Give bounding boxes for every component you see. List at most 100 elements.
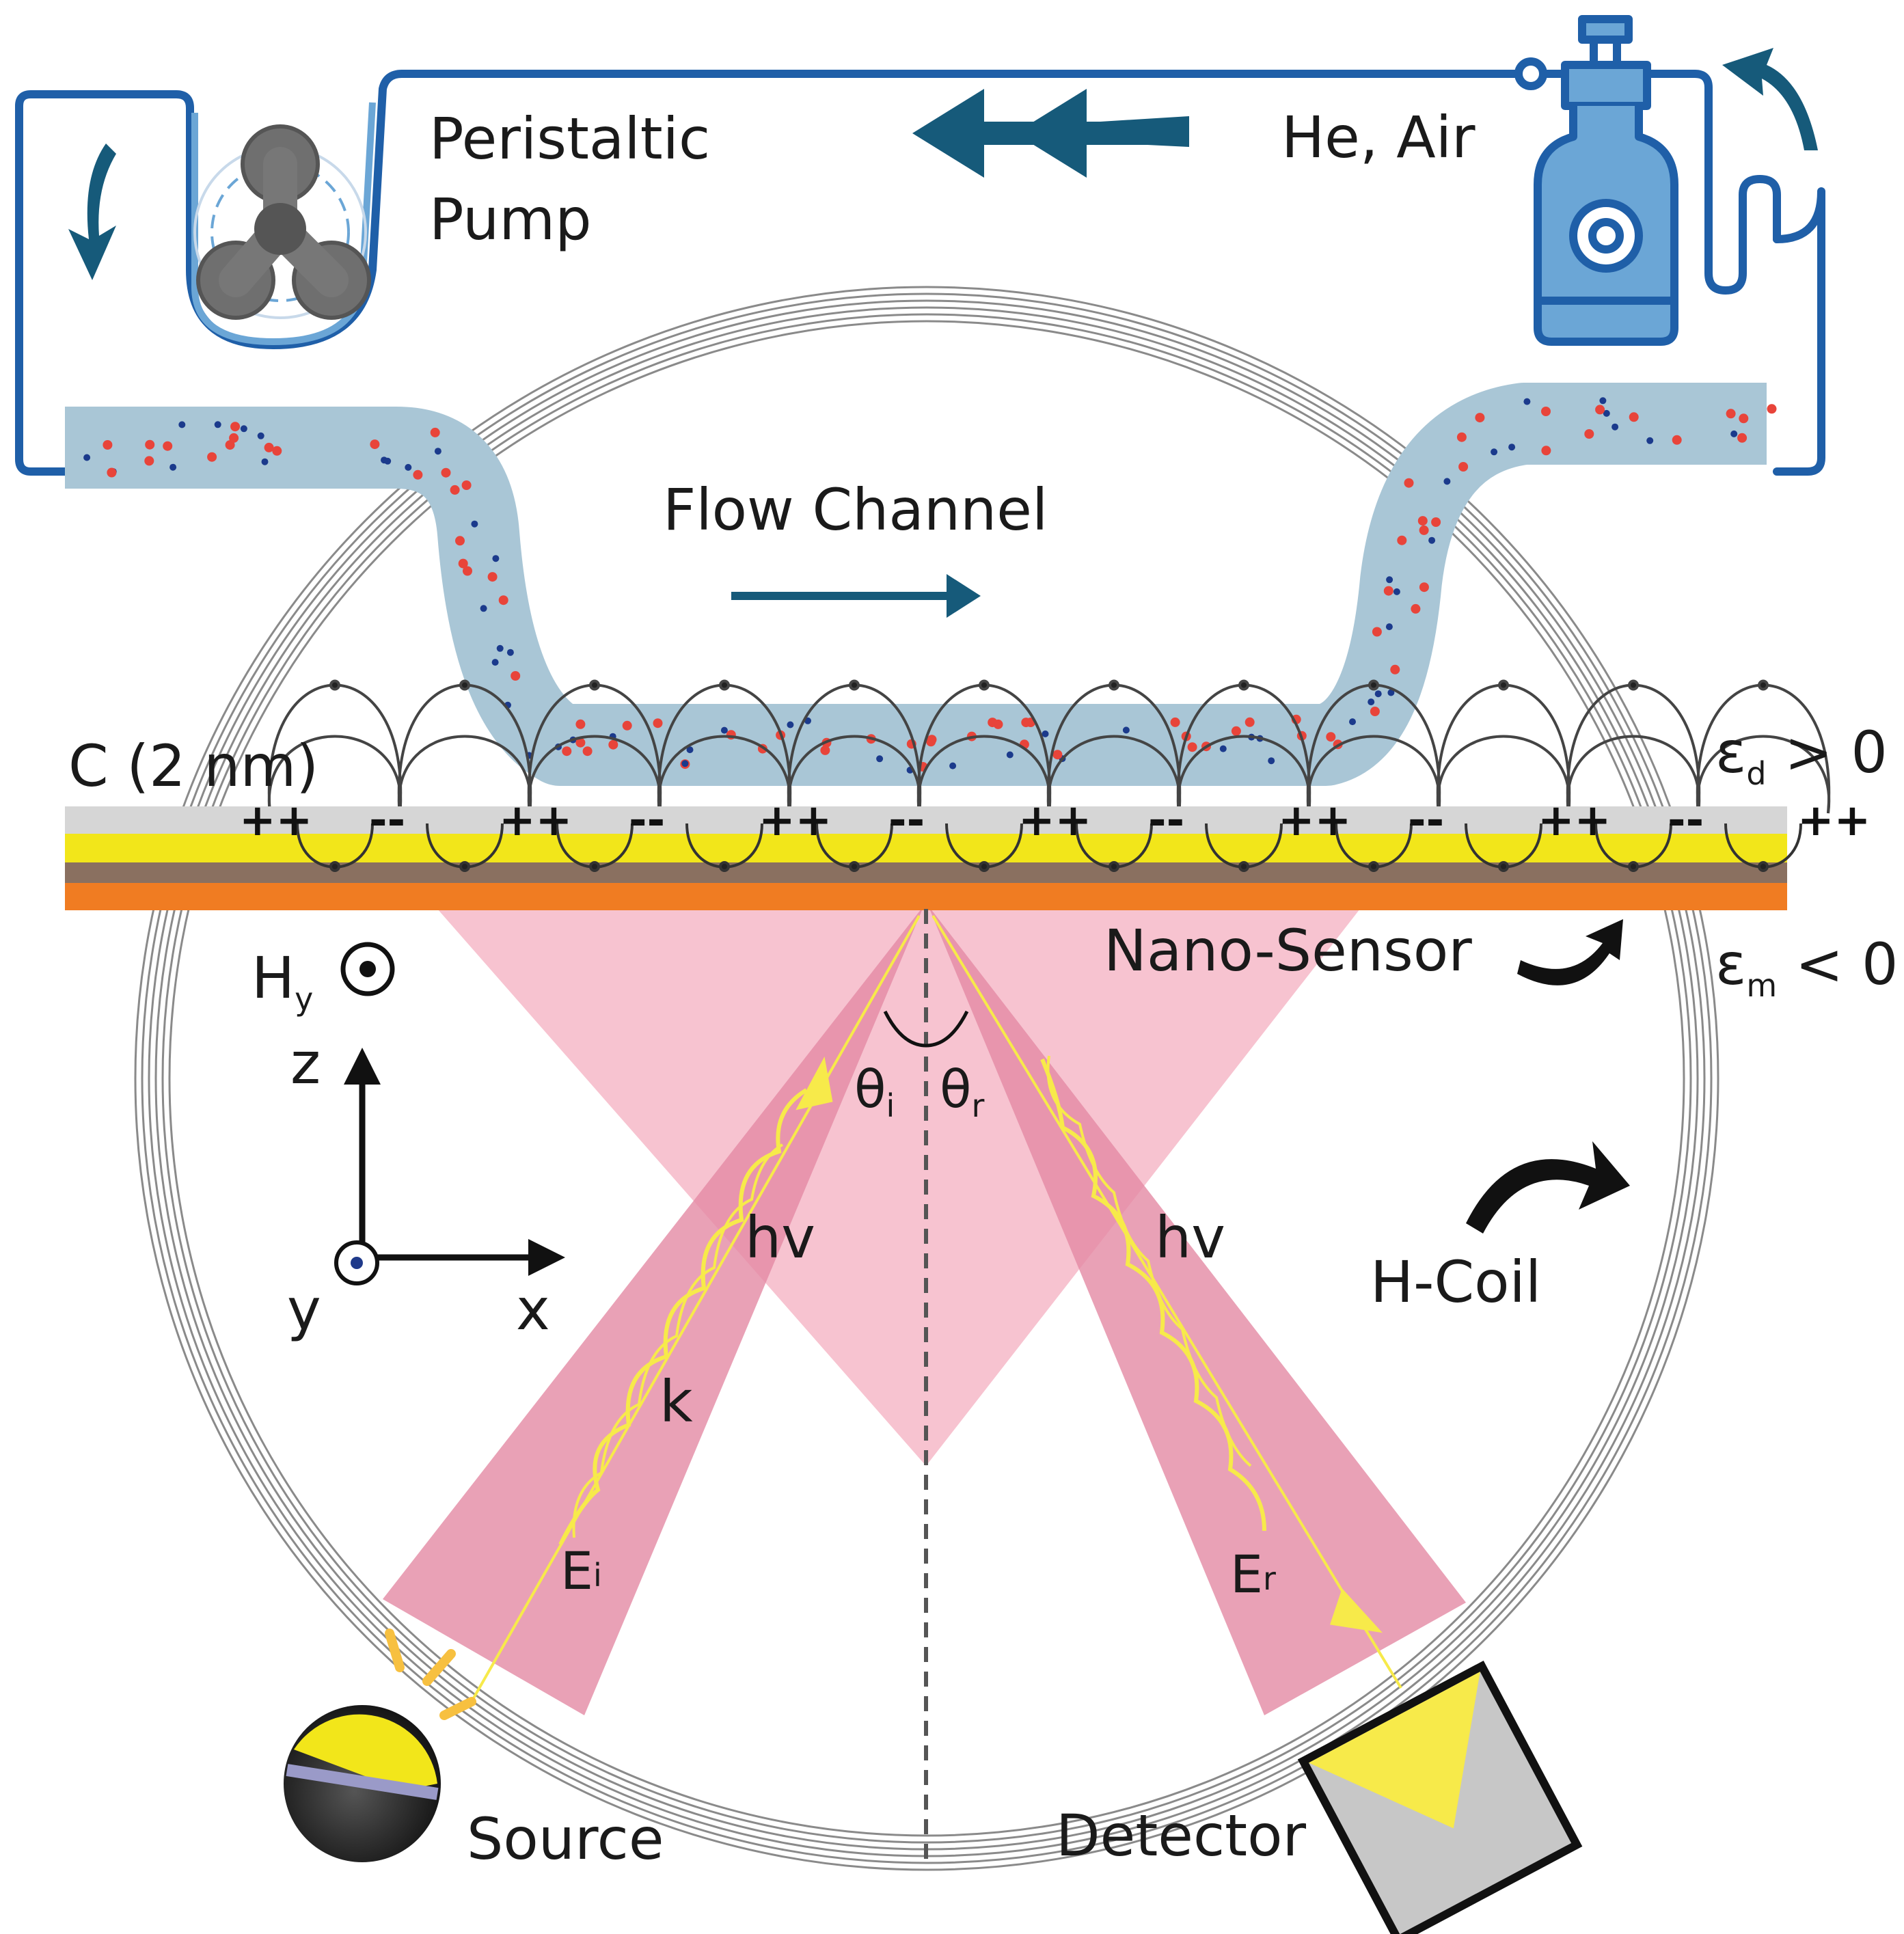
carrier-particle xyxy=(1603,409,1610,417)
field-line-dot xyxy=(1368,679,1379,691)
field-line-dot xyxy=(719,679,730,691)
analyte-particle xyxy=(458,558,468,569)
eps-d-label: εd > 0 xyxy=(1715,719,1888,792)
field-line xyxy=(787,735,922,814)
flow-direction-arrow xyxy=(731,574,981,618)
field-line-dot xyxy=(979,679,990,691)
analyte-particle xyxy=(511,671,521,681)
analyte-particle xyxy=(450,485,460,495)
gas-cylinder-icon xyxy=(1514,15,1678,346)
carrier-particle xyxy=(261,458,269,465)
analyte-particle xyxy=(1411,603,1421,614)
subsurface-loop-dot xyxy=(849,861,860,872)
field-line xyxy=(1436,735,1571,814)
analyte-particle xyxy=(1326,732,1336,742)
analyte-particle xyxy=(608,739,618,750)
sensor-layers xyxy=(65,806,1787,910)
subsurface-loop-dot xyxy=(1368,861,1379,872)
subsurface-loop-dot xyxy=(1238,861,1249,872)
subsurface-loop-dot xyxy=(329,861,340,872)
analyte-particle xyxy=(575,719,586,729)
analyte-particle xyxy=(163,441,173,451)
carrier-particle xyxy=(1385,623,1393,631)
nano-sensor-label: Nano-Sensor xyxy=(1104,917,1472,984)
analyte-particle xyxy=(1383,586,1393,596)
analyte-particle xyxy=(1419,582,1429,593)
er-label: Er xyxy=(1230,1544,1276,1605)
subsurface-loop-dot xyxy=(1498,861,1509,872)
analyte-particle xyxy=(1397,535,1407,545)
field-line-dot xyxy=(1628,679,1639,691)
coordinate-axes xyxy=(334,1048,565,1285)
carrier-particle xyxy=(1646,437,1654,444)
surface-charge: -- xyxy=(888,795,925,846)
analyte-particle xyxy=(653,718,663,728)
carrier-particle xyxy=(1508,444,1516,451)
surface-charge: ++ xyxy=(1278,795,1351,846)
carrier-particle xyxy=(1268,757,1275,765)
analyte-particle xyxy=(820,745,830,755)
carrier-particle xyxy=(405,463,412,471)
field-line-dot xyxy=(329,679,340,691)
carrier-particle xyxy=(506,649,514,656)
analyte-particle xyxy=(1417,516,1428,526)
analyte-particle xyxy=(441,467,451,478)
surface-charge: ++ xyxy=(1797,795,1871,846)
analyte-particle xyxy=(1419,525,1429,535)
theta-i-arc xyxy=(883,1010,927,1048)
carrier-particle xyxy=(1491,448,1498,456)
peristaltic-label-line1: Peristaltic xyxy=(429,105,710,172)
carrier-particle xyxy=(1599,397,1607,405)
pump-rotor-icon xyxy=(196,124,371,320)
analyte-particle xyxy=(1767,404,1777,414)
axis-x-label: x xyxy=(516,1276,550,1343)
analyte-particle xyxy=(1458,462,1469,472)
analyte-particle xyxy=(1231,726,1241,736)
ei-label: Ei xyxy=(560,1540,602,1601)
carbon-layer-label: C (2 nm) xyxy=(68,733,318,800)
analyte-particle xyxy=(1404,478,1414,488)
carrier-particle xyxy=(492,555,500,562)
theta-r-label: θr xyxy=(940,1059,985,1124)
analyte-particle xyxy=(575,737,586,748)
carrier-particle xyxy=(1393,588,1400,595)
analyte-particle xyxy=(1726,409,1736,419)
carrier-particle xyxy=(1006,751,1014,759)
analyte-particle xyxy=(988,718,998,728)
analyte-particle xyxy=(622,720,632,731)
field-line-dot xyxy=(589,679,600,691)
surface-charge: -- xyxy=(629,795,665,846)
axis-y-label: y xyxy=(287,1276,321,1343)
gas-label: He, Air xyxy=(1281,104,1475,171)
analyte-particle xyxy=(1541,446,1551,456)
light-source-icon xyxy=(284,1629,476,1862)
h-coil-pointer-arrow xyxy=(1466,1141,1630,1234)
analyte-particle xyxy=(1541,407,1551,416)
analyte-particle xyxy=(463,566,472,576)
field-line-dot xyxy=(1109,679,1119,691)
surface-charges: ++--++--++--++--++--++--++ xyxy=(239,795,1871,846)
subsurface-loop-dot xyxy=(979,861,990,872)
carrier-particle xyxy=(1374,690,1382,698)
analyte-particle xyxy=(1431,517,1441,527)
field-line xyxy=(267,735,403,814)
carrier-particle xyxy=(1386,576,1393,584)
analyte-particle xyxy=(207,452,217,462)
field-line-dot xyxy=(1238,679,1249,691)
analyte-particle xyxy=(230,422,241,432)
analyte-particle xyxy=(413,469,423,480)
analyte-particle xyxy=(145,439,155,450)
evanescent-cone xyxy=(437,909,1360,1466)
carrier-particle xyxy=(876,755,884,763)
analyte-particle xyxy=(107,467,117,478)
field-lines xyxy=(267,679,1831,814)
field-line xyxy=(1176,735,1311,814)
analyte-particle xyxy=(430,427,440,437)
h-coil-label: H-Coil xyxy=(1370,1249,1541,1316)
analyte-particle xyxy=(1021,718,1031,728)
nano-sensor-pointer-arrow xyxy=(1517,919,1623,985)
surface-charge: ++ xyxy=(759,795,832,846)
surface-charge: -- xyxy=(1408,795,1444,846)
field-line xyxy=(1436,683,1571,814)
surface-charge: ++ xyxy=(499,795,572,846)
